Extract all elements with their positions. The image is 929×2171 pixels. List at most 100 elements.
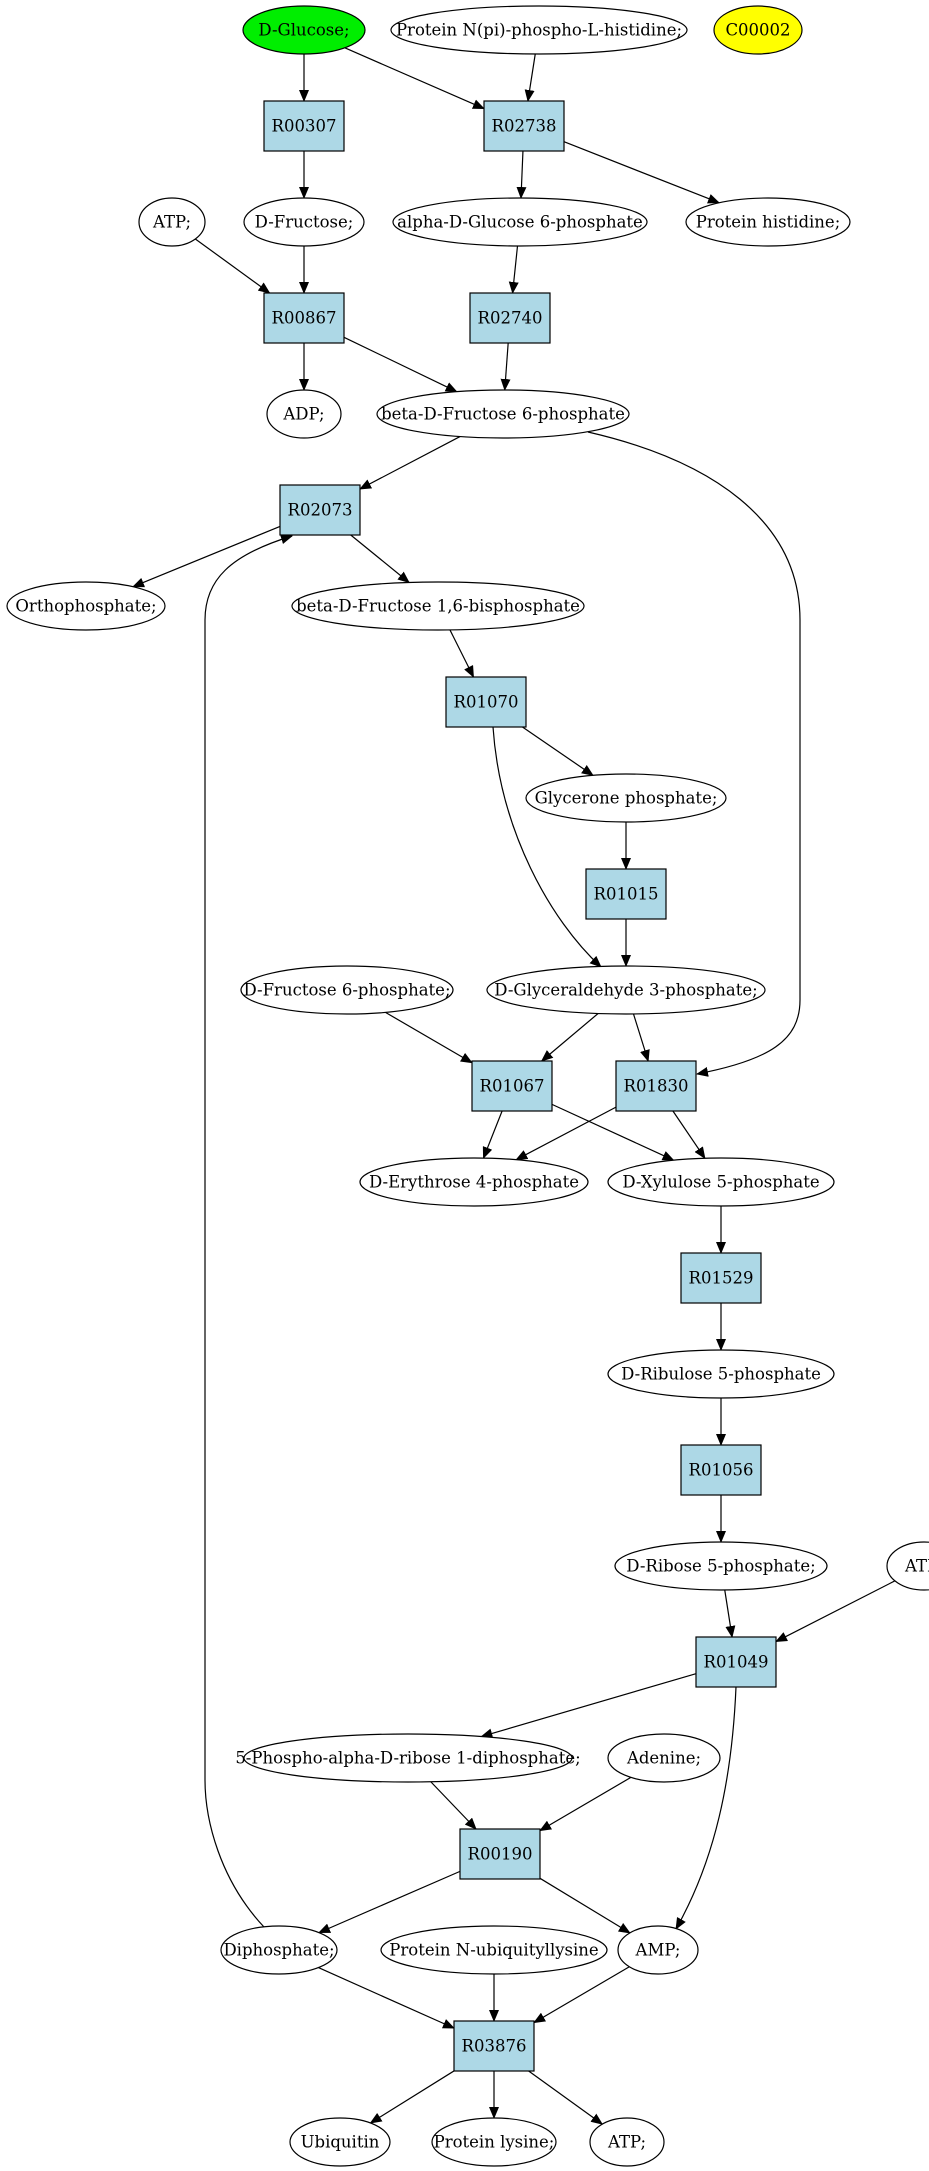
compound-shape: [138, 197, 206, 247]
edge-r02738-to-prot_his: [563, 141, 720, 204]
compound-shape: [6, 581, 166, 631]
compound-label: C00002: [725, 21, 790, 40]
compound-label: D-Fructose 6-phosphate;: [244, 981, 451, 1000]
compound-shape: [390, 5, 688, 55]
reaction-shape: [695, 1636, 777, 1688]
compound-node-c00002[interactable]: C00002: [713, 5, 803, 55]
compound-label: alpha-D-Glucose 6-phosphate: [397, 213, 643, 232]
compound-node-amp[interactable]: AMP;: [617, 1925, 699, 1975]
reaction-node-r01529[interactable]: R01529: [680, 1252, 762, 1304]
compound-node-diphos[interactable]: Diphosphate;: [220, 1925, 338, 1975]
compound-label: D-Erythrose 4-phosphate: [369, 1173, 579, 1192]
compound-label: D-Glyceraldehyde 3-phosphate;: [494, 981, 757, 1000]
reaction-node-r02738[interactable]: R02738: [483, 100, 565, 152]
compound-node-orthophos[interactable]: Orthophosphate;: [6, 581, 166, 631]
reaction-node-r03876[interactable]: R03876: [453, 2020, 535, 2072]
reaction-label: R00190: [468, 1845, 533, 1864]
compound-node-dga3p[interactable]: D-Glyceraldehyde 3-phosphate;: [486, 965, 766, 1015]
compound-node-de4p[interactable]: D-Erythrose 4-phosphate: [359, 1157, 589, 1207]
edge-atp1-to-r00867: [194, 238, 271, 294]
compound-node-prot_his[interactable]: Protein histidine;: [685, 197, 851, 247]
compound-label: Diphosphate;: [223, 1941, 334, 1960]
compound-node-glucose[interactable]: D-Glucose;: [242, 5, 366, 55]
reaction-node-r00190[interactable]: R00190: [459, 1828, 541, 1880]
edge-r00190-to-diphos: [318, 1870, 461, 1934]
compound-shape: [525, 773, 727, 823]
compound-shape: [392, 197, 648, 247]
compound-shape: [431, 2117, 557, 2167]
reaction-node-r01067[interactable]: R01067: [471, 1060, 553, 1112]
compound-node-glycerone_p[interactable]: Glycerone phosphate;: [525, 773, 727, 823]
reaction-shape: [680, 1252, 762, 1304]
compound-node-adenine[interactable]: Adenine;: [607, 1733, 721, 1783]
compound-label: Protein histidine;: [696, 213, 841, 232]
compound-node-prpp[interactable]: 5-Phospho-alpha-D-ribose 1-diphosphate;: [235, 1733, 581, 1783]
reaction-node-r01830[interactable]: R01830: [615, 1060, 697, 1112]
compound-node-ubiquitin[interactable]: Ubiquitin: [289, 2117, 391, 2167]
reaction-shape: [680, 1444, 762, 1496]
compound-shape: [685, 197, 851, 247]
compound-label: Glycerone phosphate;: [535, 789, 718, 808]
edge-prpp-to-r00190: [430, 1781, 477, 1830]
reaction-label: R00307: [272, 117, 337, 136]
edge-r01049-to-prpp: [480, 1673, 697, 1739]
compound-node-atp2[interactable]: ATP;: [886, 1541, 929, 1591]
compound-label: Ubiquitin: [301, 2133, 380, 2152]
compound-shape: [607, 1349, 835, 1399]
compound-label: Protein lysine;: [434, 2133, 555, 2152]
compound-node-bdf16bp[interactable]: beta-D-Fructose 1,6-bisphosphate: [291, 581, 585, 631]
edge-atp2-to-r01049: [775, 1580, 896, 1643]
compound-node-dx5p[interactable]: D-Xylulose 5-phosphate: [607, 1157, 835, 1207]
compound-label: Adenine;: [626, 1749, 701, 1768]
reaction-node-r01056[interactable]: R01056: [680, 1444, 762, 1496]
compound-node-df6p[interactable]: D-Fructose 6-phosphate;: [240, 965, 454, 1015]
compound-shape: [617, 1925, 699, 1975]
edge-r00190-to-amp: [539, 1877, 631, 1934]
compound-label: D-Glucose;: [258, 21, 349, 40]
compound-label: ATP;: [152, 213, 191, 232]
compound-shape: [359, 1157, 589, 1207]
reaction-label: R03876: [462, 2037, 527, 2056]
compound-label: ATP;: [607, 2133, 646, 2152]
compound-node-atp1[interactable]: ATP;: [138, 197, 206, 247]
compound-label: ADP;: [282, 405, 324, 424]
edge-bdf6p-to-r02073: [359, 436, 461, 490]
compound-node-dru5p[interactable]: D-Ribulose 5-phosphate: [607, 1349, 835, 1399]
reaction-node-r00867[interactable]: R00867: [263, 292, 345, 344]
compound-shape: [243, 197, 365, 247]
compound-shape: [607, 1157, 835, 1207]
compound-shape: [220, 1925, 338, 1975]
reaction-label: R02073: [288, 501, 353, 520]
reaction-label: R02740: [478, 309, 543, 328]
compound-label: ATP;: [904, 1557, 929, 1576]
edge-r01830-to-dx5p: [672, 1110, 706, 1160]
compound-node-prot_lys[interactable]: Protein lysine;: [431, 2117, 557, 2167]
reaction-node-r02073[interactable]: R02073: [279, 484, 361, 536]
edge-r01830-to-de4p: [515, 1106, 617, 1161]
edge-diphos-to-r02073: [204, 534, 293, 1928]
reaction-node-r00307[interactable]: R00307: [263, 100, 345, 152]
compound-node-atp3[interactable]: ATP;: [589, 2117, 665, 2167]
compound-shape: [242, 5, 366, 55]
compound-node-prot_nphos_his[interactable]: Protein N(pi)-phospho-L-histidine;: [390, 5, 688, 55]
edge-dr5p-to-r01049: [724, 1589, 736, 1638]
compound-node-fructose[interactable]: D-Fructose;: [243, 197, 365, 247]
compound-node-prot_ubq[interactable]: Protein N-ubiquityllysine: [380, 1925, 608, 1975]
compound-node-adp[interactable]: ADP;: [266, 389, 342, 439]
reaction-node-r02740[interactable]: R02740: [469, 292, 551, 344]
reaction-node-r01015[interactable]: R01015: [585, 868, 667, 920]
compound-node-bdf6p[interactable]: beta-D-Fructose 6-phosphate: [376, 389, 630, 439]
compound-shape: [243, 1733, 573, 1783]
edge-r03876-to-atp3: [528, 2070, 604, 2125]
reaction-node-r01070[interactable]: R01070: [445, 676, 527, 728]
compound-shape: [376, 389, 630, 439]
compound-shape: [486, 965, 766, 1015]
compound-label: beta-D-Fructose 6-phosphate: [381, 405, 625, 424]
reaction-node-r01049[interactable]: R01049: [695, 1636, 777, 1688]
compound-shape: [614, 1541, 828, 1591]
compound-node-dr5p[interactable]: D-Ribose 5-phosphate;: [614, 1541, 828, 1591]
compound-node-adg6p[interactable]: alpha-D-Glucose 6-phosphate: [392, 197, 648, 247]
edge-r02740-to-bdf6p: [500, 342, 511, 391]
edge-dga3p-to-r01830: [632, 1013, 650, 1062]
reaction-label: R02738: [492, 117, 557, 136]
